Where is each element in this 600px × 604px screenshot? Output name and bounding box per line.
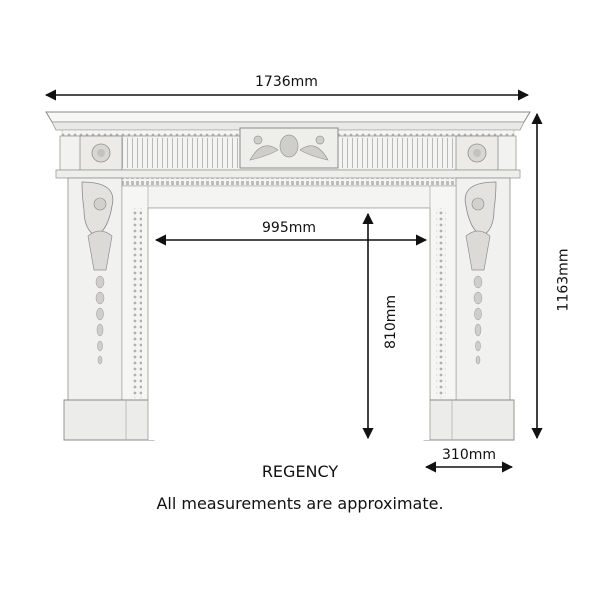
overall-width-label: 1736mm — [255, 74, 318, 90]
opening-width-label: 995mm — [262, 220, 316, 236]
right-jamb — [423, 177, 515, 441]
architrave — [55, 169, 521, 209]
leg-depth-label: 310mm — [442, 447, 496, 463]
measurement-note: All measurements are approximate. — [156, 494, 444, 513]
left-jamb — [63, 177, 155, 441]
product-name: REGENCY — [261, 462, 339, 481]
fire-opening — [148, 208, 430, 440]
overall-height-label: 1163mm — [555, 248, 572, 312]
central-tablet-ornament — [249, 134, 329, 161]
opening-height-label: 810mm — [383, 295, 399, 349]
